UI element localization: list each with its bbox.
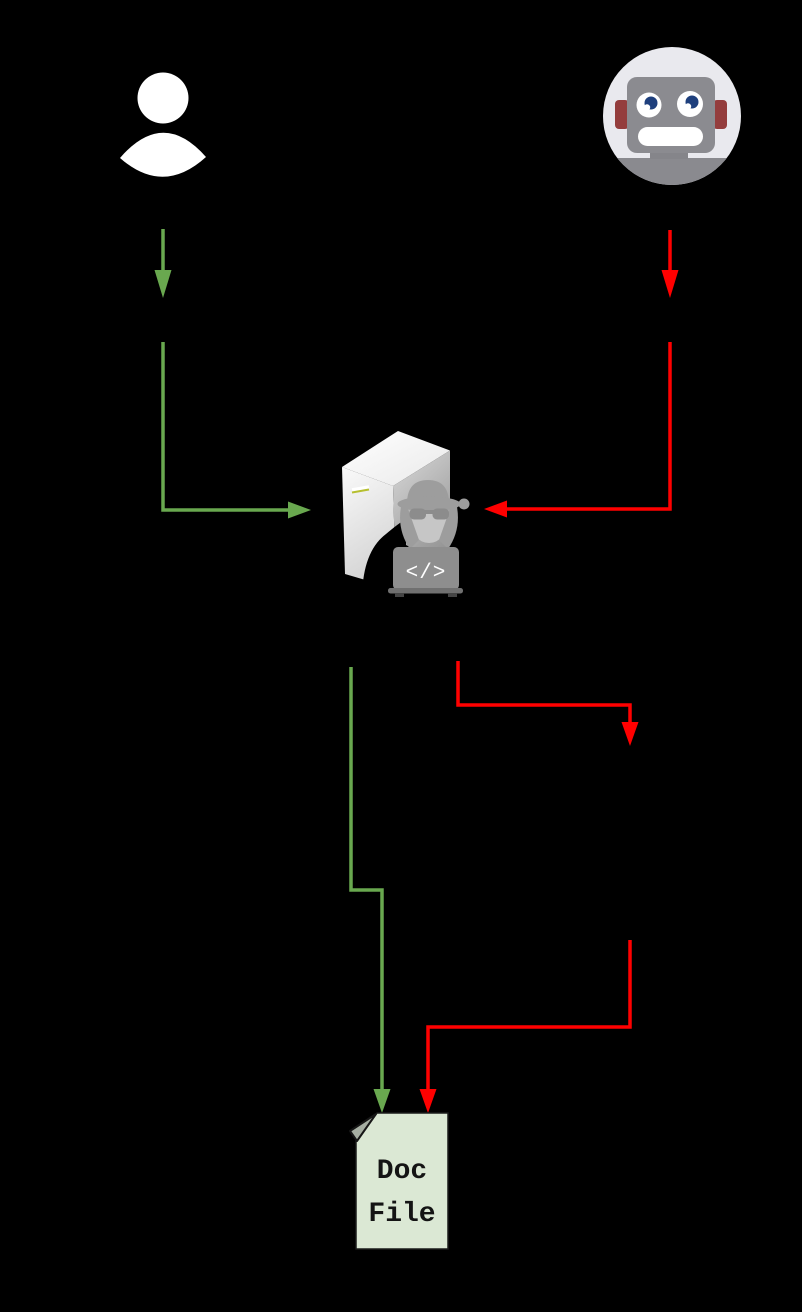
robot-ear-left — [615, 100, 629, 129]
hacker-hat-brim — [397, 496, 461, 512]
robot-shoulders — [603, 158, 741, 185]
server-led-slot — [351, 485, 370, 492]
hacker-lapel-right — [439, 506, 458, 549]
doc-file-node: Doc File — [349, 1112, 449, 1250]
edge-bot-to-server — [484, 230, 679, 518]
robot-icon — [603, 47, 741, 185]
hacker-sunglasses — [409, 508, 426, 520]
edge-human-to-server — [154, 229, 311, 519]
robot-mouth — [638, 127, 703, 146]
hacker-lapel-left — [400, 506, 419, 549]
doc-folded-corner — [349, 1113, 377, 1142]
person-icon — [120, 72, 206, 177]
edge-server-to-midpoint-red — [456, 661, 639, 746]
robot-ear-right — [713, 100, 727, 129]
edge-server-to-doc-green — [349, 667, 391, 1113]
laptop-base — [388, 588, 463, 594]
laptop-screen — [393, 547, 459, 590]
server-led-light — [351, 488, 370, 494]
doc-label-line1: Doc — [377, 1156, 427, 1187]
laptop-icon: </> — [388, 547, 463, 597]
doc-label-line2: File — [368, 1199, 435, 1230]
edge-midpoint-to-doc-red — [419, 940, 632, 1113]
laptop-code-text: </> — [406, 562, 447, 585]
